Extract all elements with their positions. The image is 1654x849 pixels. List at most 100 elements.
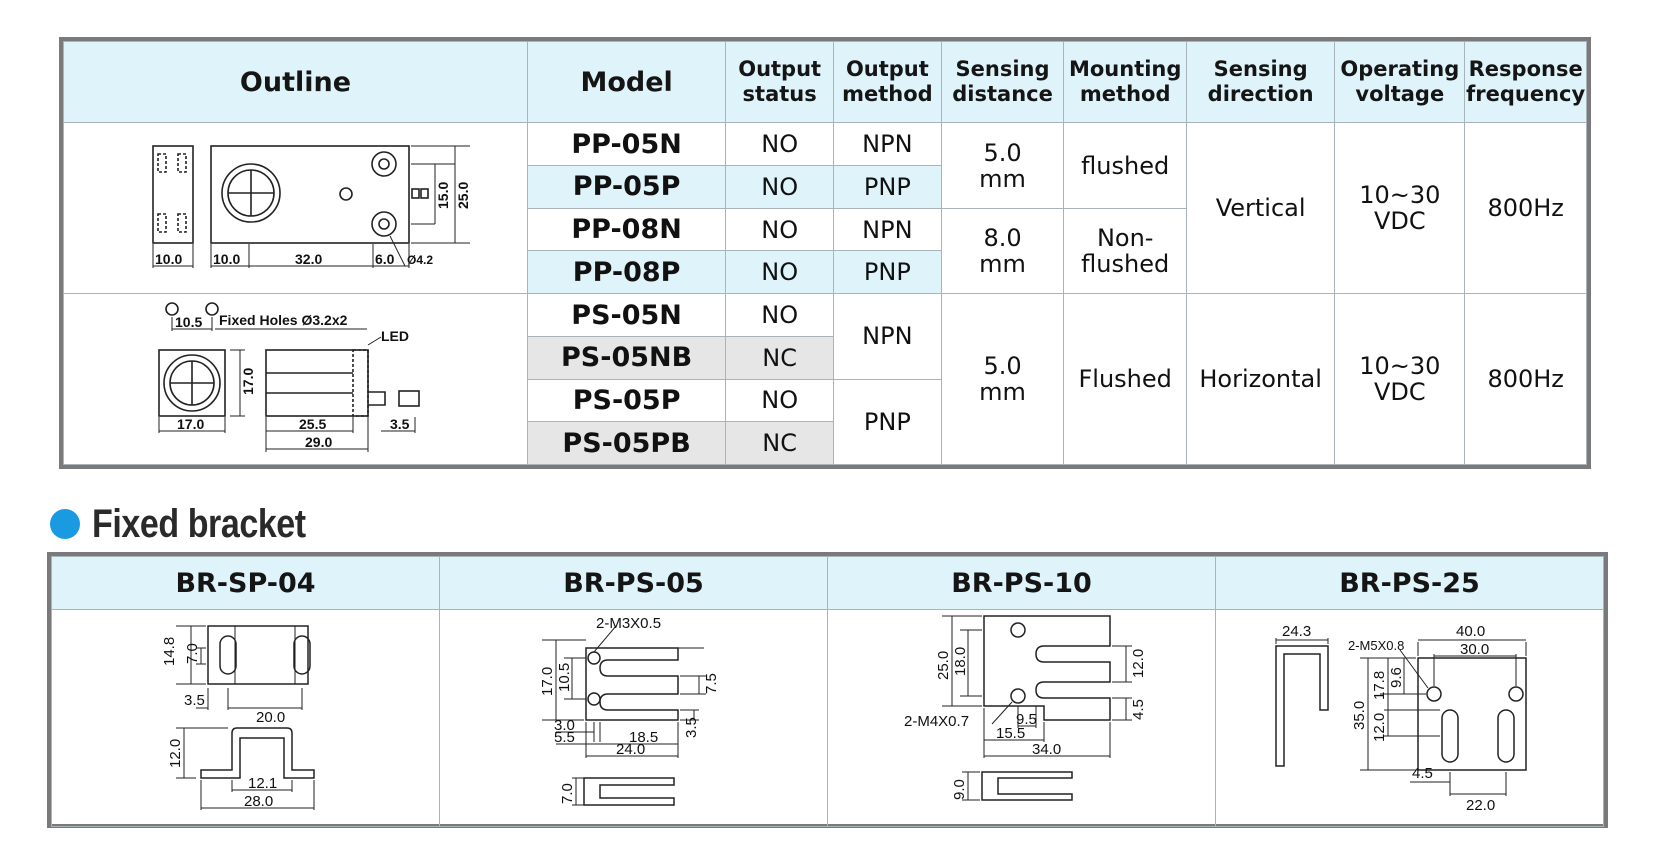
bracket-dim-text: 7.0	[559, 783, 576, 804]
ps-dim-text: 25.5	[299, 416, 326, 432]
bracket-dim-text: 30.0	[1460, 641, 1489, 658]
ps-fixed-holes-label: Fixed Holes Ø3.2x2	[219, 312, 348, 328]
bracket-drawing-br-ps-25: 24.3 40.0 2-M5X0.8 30.0 17.8 9.6 35.0 12…	[1215, 609, 1604, 827]
bracket-dim-text: 18.5	[629, 729, 658, 746]
bracket-dim-text: 4.5	[1130, 699, 1147, 720]
status-cell: NC	[725, 335, 835, 380]
frequency-cell: 800Hz	[1464, 293, 1587, 465]
method-cell: PNP	[833, 378, 942, 466]
bracket-dim-text: 4.5	[1412, 765, 1433, 782]
model-cell: PP-08P	[526, 250, 727, 295]
bracket-dim-text: 10.5	[556, 663, 573, 692]
pp-dim-text: 10.0	[155, 251, 182, 267]
bracket-dim-text: 7.5	[703, 673, 720, 694]
bracket-dim-text: 25.0	[935, 651, 952, 680]
pp-dim-text: Ø4.2	[407, 253, 433, 267]
bracket-name: BR-SP-04	[51, 556, 440, 610]
bracket-dim-text: 40.0	[1456, 623, 1485, 640]
status-cell: NO	[725, 207, 835, 252]
ps-led-label: LED	[381, 328, 409, 344]
bracket-dim-text: 17.0	[539, 667, 556, 696]
bracket-dim-text: 24.3	[1282, 623, 1311, 640]
pp-dim-text: 25.0	[455, 182, 471, 209]
br-ps-05-svg: 2-M3X0.5 17.0 10.5 7.5 3.0 5.5 18.5 3.5 …	[539, 615, 720, 806]
header-outline: Outline	[63, 40, 528, 124]
bracket-drawing-br-ps-10: 25.0 18.0 12.0 2-M4X0.7 9.5 15.5 4.5 34.…	[827, 609, 1216, 827]
ps-dim-text: 17.0	[177, 416, 204, 432]
mount-cell: Flushed	[1063, 293, 1188, 465]
bracket-name: BR-PS-25	[1215, 556, 1604, 610]
bracket-dim-text: 15.5	[996, 725, 1025, 742]
bracket-dim-text: 14.8	[161, 637, 178, 666]
frequency-cell: 800Hz	[1464, 122, 1587, 295]
model-cell: PP-05N	[526, 122, 727, 167]
ps-dim-text: 3.5	[390, 416, 410, 432]
bracket-name: BR-PS-10	[827, 556, 1216, 610]
table-row: PP-08P NO PNP	[64, 250, 1587, 295]
pp-dim-text: 10.0	[213, 251, 240, 267]
status-cell: NO	[725, 250, 835, 295]
table-row: PS-05P NO PNP	[64, 378, 1587, 466]
status-cell: NC	[725, 421, 835, 465]
bracket-dim-text: 2-M4X0.7	[904, 713, 969, 730]
bracket-drawing-br-sp-04: 14.8 7.0 3.5 20.0 12.0 12.1 28.0	[51, 609, 440, 827]
br-sp-04-svg: 14.8 7.0 3.5 20.0 12.0 12.1 28.0	[161, 625, 315, 810]
model-cell: PP-08N	[526, 207, 727, 252]
bracket-dim-text: 22.0	[1466, 797, 1495, 814]
bracket-dim-text: 18.0	[952, 647, 969, 676]
bracket-dim-text: 9.6	[1388, 667, 1405, 688]
bracket-table: BR-SP-04 BR-PS-05 BR-PS-10 BR-PS-25	[47, 552, 1608, 828]
bracket-dim-text: 12.0	[167, 739, 184, 768]
bracket-dim-text: 17.8	[1371, 671, 1388, 700]
direction-cell: Horizontal	[1186, 293, 1336, 465]
bracket-dim-text: 12.1	[248, 775, 277, 792]
table-row: 10.5 Fixed Holes Ø3.2x2 LED 17.0 17.0 25…	[63, 293, 1587, 465]
bracket-dim-text: 20.0	[256, 709, 285, 726]
ps-dim-text: 29.0	[305, 434, 332, 450]
model-cell: PS-05P	[526, 378, 727, 423]
bracket-header-row: BR-SP-04 BR-PS-05 BR-PS-10 BR-PS-25	[51, 556, 1604, 610]
bracket-dim-text: 7.0	[184, 643, 201, 664]
mount-cell: flushed	[1063, 122, 1188, 209]
ps-dim-text: 10.5	[175, 314, 202, 330]
bracket-name: BR-PS-05	[439, 556, 828, 610]
bracket-dim-text: 3.0	[554, 717, 575, 734]
bracket-dim-text: 28.0	[244, 793, 273, 810]
method-cell: PNP	[833, 165, 942, 209]
method-cell: PNP	[833, 250, 942, 295]
bracket-dim-text: 3.5	[184, 692, 205, 709]
bracket-drawing-row: 14.8 7.0 3.5 20.0 12.0 12.1 28.0	[51, 609, 1604, 827]
model-cell: PP-05P	[526, 165, 727, 209]
pp-outline-svg: 10.0 10.0 32.0 6.0 Ø4.2 15.0 25.0	[152, 145, 471, 269]
status-cell: NO	[725, 122, 835, 167]
ps-outline-drawing: 10.5 Fixed Holes Ø3.2x2 LED 17.0 17.0 25…	[63, 293, 528, 465]
bracket-drawing-br-ps-05: 2-M3X0.5 17.0 10.5 7.5 3.0 5.5 18.5 3.5 …	[439, 609, 828, 827]
header-model: Model	[526, 40, 727, 124]
bracket-dim-text: 5.5	[554, 729, 575, 746]
table-row: PS-05NB NC	[64, 335, 1587, 380]
pp-outline-drawing: 10.0 10.0 32.0 6.0 Ø4.2 15.0 25.0	[63, 122, 528, 295]
table-row: PP-05P NO PNP	[64, 165, 1587, 209]
model-cell: PS-05NB	[526, 335, 727, 380]
bracket-dim-text: 2-M3X0.5	[596, 615, 661, 632]
status-cell: NO	[725, 165, 835, 209]
bracket-dim-text: 12.0	[1130, 649, 1147, 678]
method-cell: NPN	[833, 293, 942, 380]
bracket-dim-text: 12.0	[1371, 713, 1388, 742]
bracket-dim-text: 34.0	[1032, 741, 1061, 758]
bullet-dot-icon	[50, 509, 80, 539]
ps-outline-svg: 10.5 Fixed Holes Ø3.2x2 LED 17.0 17.0 25…	[158, 302, 421, 453]
direction-cell: Vertical	[1186, 122, 1336, 295]
